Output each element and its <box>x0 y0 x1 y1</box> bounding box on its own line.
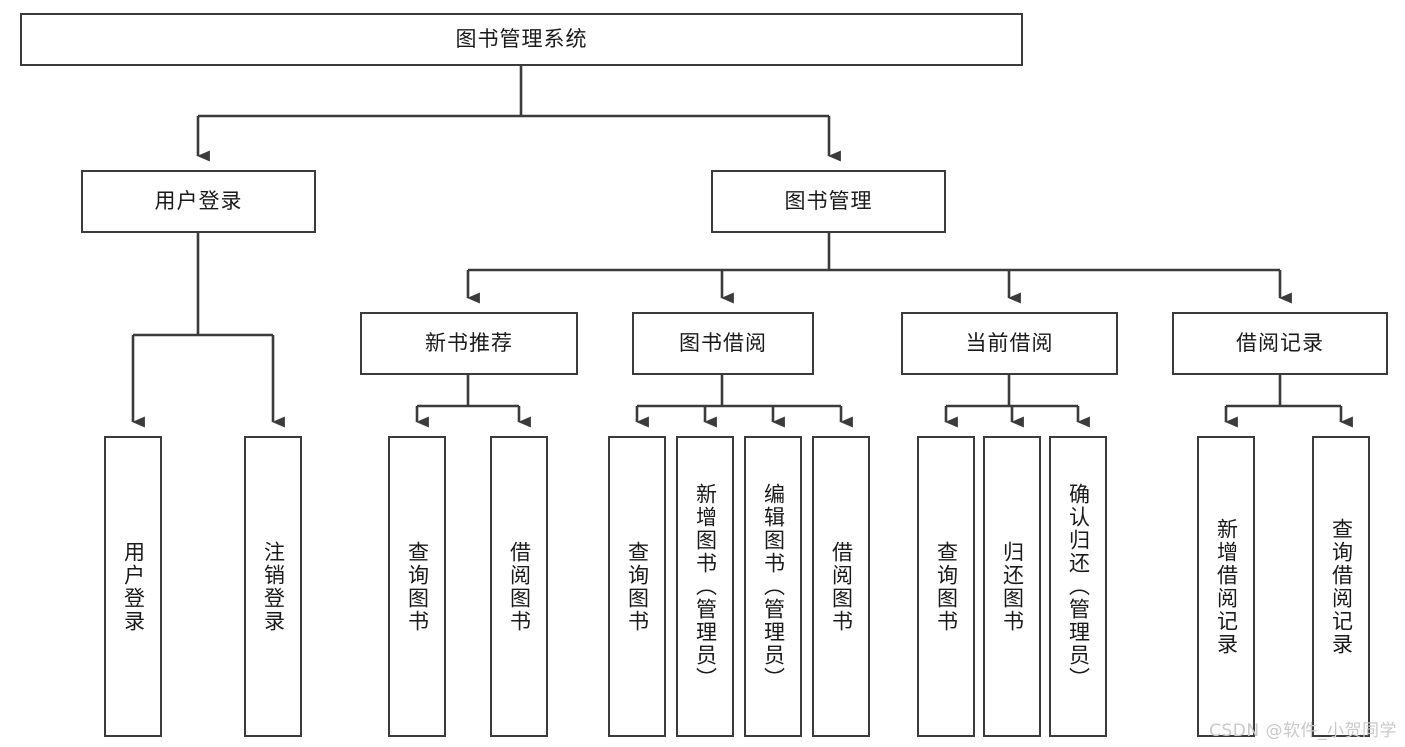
leaf-query-book-1-label: 查询图书 <box>405 540 430 633</box>
leaf-user-login-label: 用户登录 <box>121 540 146 633</box>
node-book-borrow[interactable]: 图书借阅 <box>632 312 814 375</box>
leaf-edit-book-admin[interactable]: 编辑图书（管理员） <box>744 436 802 737</box>
leaf-borrow-book-2-label: 借阅图书 <box>829 540 854 633</box>
leaf-query-book-2[interactable]: 查询图书 <box>608 436 666 737</box>
leaf-user-login[interactable]: 用户登录 <box>104 436 162 737</box>
leaf-add-book-admin[interactable]: 新增图书（管理员） <box>676 436 734 737</box>
node-current-borrow[interactable]: 当前借阅 <box>901 312 1118 375</box>
node-root[interactable]: 图书管理系统 <box>20 13 1023 66</box>
leaf-confirm-return-admin-label: 确认归还（管理员） <box>1066 483 1091 690</box>
leaf-query-borrow-record-label: 查询借阅记录 <box>1329 517 1354 656</box>
watermark-text: CSDN @软件_小贺同学 <box>1209 721 1397 741</box>
leaf-borrow-book-1[interactable]: 借阅图书 <box>490 436 548 737</box>
leaf-query-book-3-label: 查询图书 <box>934 540 959 633</box>
node-new-book-recommend-label: 新书推荐 <box>425 330 513 355</box>
node-current-borrow-label: 当前借阅 <box>965 330 1054 355</box>
node-book-borrow-label: 图书借阅 <box>679 330 767 355</box>
leaf-logout-login-label: 注销登录 <box>261 540 286 633</box>
node-borrow-record[interactable]: 借阅记录 <box>1172 312 1388 375</box>
leaf-query-borrow-record[interactable]: 查询借阅记录 <box>1312 436 1370 737</box>
node-user-login-label: 用户登录 <box>154 188 243 213</box>
node-new-book-recommend[interactable]: 新书推荐 <box>360 312 578 375</box>
leaf-logout-login[interactable]: 注销登录 <box>244 436 302 737</box>
leaf-borrow-book-2[interactable]: 借阅图书 <box>812 436 870 737</box>
node-borrow-record-label: 借阅记录 <box>1236 330 1324 355</box>
node-root-label: 图书管理系统 <box>455 26 588 51</box>
node-book-manage-label: 图书管理 <box>784 188 873 213</box>
leaf-confirm-return-admin[interactable]: 确认归还（管理员） <box>1049 436 1107 737</box>
leaf-query-book-1[interactable]: 查询图书 <box>388 436 446 737</box>
leaf-query-book-3[interactable]: 查询图书 <box>917 436 975 737</box>
leaf-return-book[interactable]: 归还图书 <box>983 436 1041 737</box>
leaf-add-book-admin-label: 新增图书（管理员） <box>693 483 718 690</box>
leaf-query-book-2-label: 查询图书 <box>625 540 650 633</box>
leaf-return-book-label: 归还图书 <box>1000 540 1025 633</box>
leaf-borrow-book-1-label: 借阅图书 <box>507 540 532 633</box>
leaf-edit-book-admin-label: 编辑图书（管理员） <box>761 483 786 690</box>
node-user-login[interactable]: 用户登录 <box>81 170 316 233</box>
leaf-add-borrow-record-label: 新增借阅记录 <box>1214 517 1239 656</box>
leaf-add-borrow-record[interactable]: 新增借阅记录 <box>1197 436 1255 737</box>
node-book-manage[interactable]: 图书管理 <box>711 170 946 233</box>
